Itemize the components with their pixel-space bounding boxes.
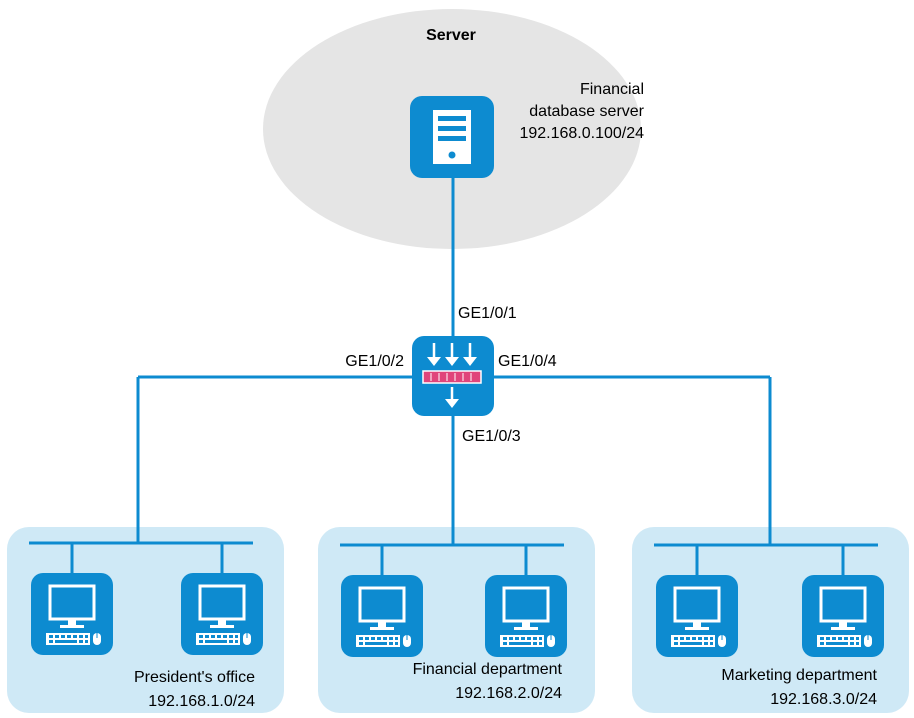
switch-icon (412, 336, 494, 416)
server-ip: 192.168.0.100/24 (519, 125, 644, 142)
department-subnet-financial: 192.168.2.0/24 (455, 685, 562, 702)
department-name-marketing: Marketing department (721, 667, 877, 684)
port-label-ge1-0-3: GE1/0/3 (462, 428, 521, 445)
pc-icon (339, 573, 425, 659)
department-name-financial: Financial department (413, 661, 563, 678)
department-name-presidents-office: President's office (134, 669, 255, 686)
department-subnet-marketing: 192.168.3.0/24 (770, 691, 877, 708)
server-name-line1: Financial (580, 81, 644, 98)
pc-icon (800, 573, 886, 659)
pc-icon (179, 571, 265, 657)
server-zone-title: Server (426, 27, 476, 44)
pc-icon (29, 571, 115, 657)
server-icon (410, 96, 494, 178)
port-label-ge1-0-2: GE1/0/2 (345, 353, 404, 370)
department-subnet-presidents-office: 192.168.1.0/24 (148, 693, 255, 710)
department-zone-marketing (632, 527, 909, 713)
pc-icon (654, 573, 740, 659)
port-label-ge1-0-1: GE1/0/1 (458, 305, 517, 322)
pc-icon (483, 573, 569, 659)
server-name-line2: database server (529, 103, 644, 120)
port-label-ge1-0-4: GE1/0/4 (498, 353, 557, 370)
